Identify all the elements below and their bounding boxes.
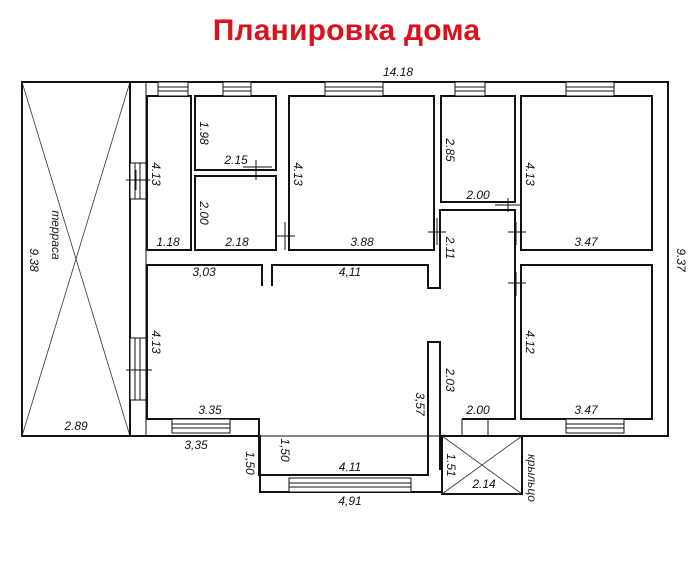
dim-hall-width: 2.00 <box>465 403 490 417</box>
porch <box>441 435 523 495</box>
dim-step-left-outer: 1,50 <box>243 451 257 475</box>
terrace-label: терраса <box>49 210 63 260</box>
dim-room-center-height: 4.13 <box>291 162 305 186</box>
dim-room-a-height: 4.13 <box>149 162 163 186</box>
bathroom-bottom <box>194 175 277 251</box>
dim-bath-bottom-width: 2.18 <box>224 235 249 249</box>
porch-label: крыльцо <box>525 454 539 502</box>
dim-step-left-inner: 1,50 <box>278 438 292 462</box>
window-top-5 <box>565 81 615 97</box>
dim-room-center-width: 3.88 <box>350 235 374 249</box>
bedroom-top <box>520 95 653 251</box>
dim-bottom-inner: 4.11 <box>339 460 361 474</box>
dim-living-top-left: 3,03 <box>192 265 216 279</box>
bedroom-bottom <box>520 264 653 420</box>
door-marks <box>126 160 526 371</box>
page-title: Планировка дома <box>212 14 481 47</box>
dim-room-a-width: 1.18 <box>156 235 180 249</box>
dim-corridor-width: 2.11 <box>443 236 457 259</box>
dim-bedroom-bottom-width: 3.47 <box>574 403 599 417</box>
window-top-3 <box>324 81 384 97</box>
dim-living-top-right: 4,11 <box>339 265 361 279</box>
dim-porch-height: 1.51 <box>444 453 458 476</box>
window-bottom-1 <box>171 418 231 434</box>
dim-overall-width: 14.18 <box>383 65 413 79</box>
window-top-1 <box>157 81 189 97</box>
window-top-2 <box>222 81 252 97</box>
living-room-walls <box>146 209 516 476</box>
window-left-2 <box>129 337 147 401</box>
dim-living-left-height: 4.13 <box>149 330 163 354</box>
window-top-4 <box>454 81 486 97</box>
dim-bath-top-height: 1.98 <box>197 121 211 145</box>
dim-living-right-lower: 3,57 <box>413 392 427 417</box>
dim-bedroom-top-height: 4.13 <box>523 162 537 186</box>
rooms-top <box>146 95 653 420</box>
window-left-1 <box>129 162 147 200</box>
dim-bath-top-width: 2.15 <box>223 153 248 167</box>
dim-bath-bottom-height: 2.00 <box>197 200 211 225</box>
windows <box>129 81 625 493</box>
dim-hall-height: 2.03 <box>443 367 457 392</box>
dim-bedroom-bottom-height: 4.12 <box>523 330 537 354</box>
window-bottom-3 <box>565 418 625 434</box>
dim-terrace-depth: 9.38 <box>27 248 41 272</box>
dim-small-room-height: 2.85 <box>443 137 457 162</box>
window-bottom-2 <box>288 477 412 493</box>
dim-living-bottom-left: 3.35 <box>198 403 222 417</box>
dim-small-room-width: 2.00 <box>465 188 490 202</box>
dim-bedroom-top-width: 3.47 <box>574 235 599 249</box>
dim-porch-width: 2.14 <box>471 477 496 491</box>
dim-overall-depth-right: 9.37 <box>674 248 688 273</box>
dim-terrace-width: 2.89 <box>63 419 88 433</box>
room-center <box>288 95 435 251</box>
dim-bottom-outer: 4,91 <box>338 494 361 508</box>
dim-outer-bottom-left: 3,35 <box>184 438 208 452</box>
